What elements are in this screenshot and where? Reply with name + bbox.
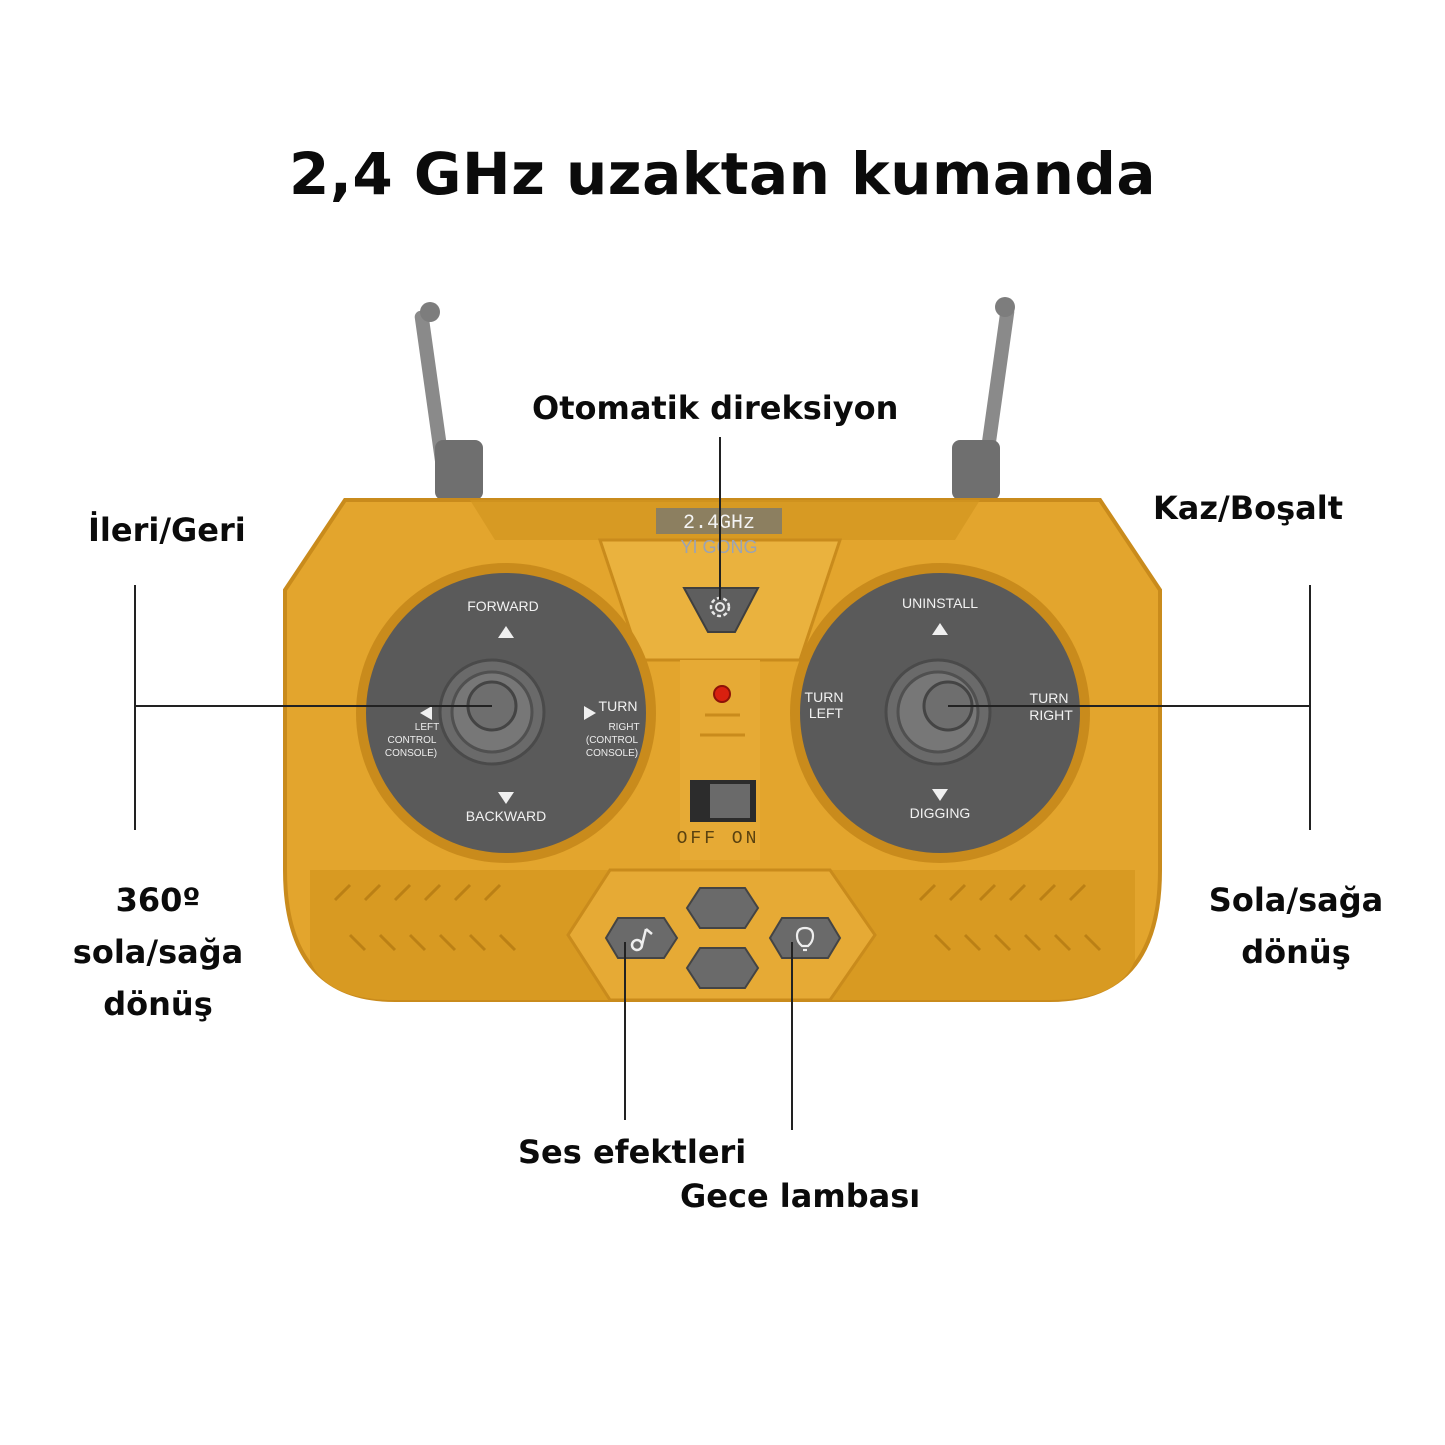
treadplate-pattern	[333, 883, 1102, 952]
left-stick-up-label: FORWARD	[467, 598, 539, 614]
left-stick-left-line1: LEFT	[415, 722, 439, 733]
left-stick-down-label: BACKWARD	[466, 808, 546, 824]
arrow-up-icon	[498, 626, 514, 638]
rotate-360-callout: 360º sola/sağa dönüş	[58, 874, 258, 1030]
rotate-lr-callout: Sola/sağa dönüş	[1196, 874, 1396, 978]
sound-effects-button[interactable]	[604, 917, 679, 959]
power-switch-label: OFF ON	[677, 829, 760, 849]
night-lamp-callout: Gece lambası	[680, 1177, 921, 1215]
arrow-down-icon	[498, 792, 514, 804]
right-stick-left-line1: TURN	[805, 689, 844, 705]
music-note-icon	[630, 928, 653, 952]
top-center-button[interactable]	[685, 887, 760, 929]
left-stick-left-line3: CONSOLE)	[385, 748, 437, 759]
left-stick-right-line2: RIGHT	[608, 722, 639, 733]
right-antenna	[952, 297, 1015, 500]
right-stick-down-label: DIGGING	[910, 805, 971, 821]
arrow-down-icon	[932, 789, 948, 801]
right-stick-left-line2: LEFT	[809, 705, 844, 721]
rotate-lr-line1: Sola/sağa	[1208, 881, 1384, 919]
left-stick-right-line3: (CONTROL	[586, 735, 639, 746]
forward-back-callout: İleri/Geri	[88, 511, 246, 549]
arrow-left-icon	[420, 706, 432, 720]
sound-effects-callout: Ses efektleri	[518, 1133, 747, 1171]
right-stick-right-line1: TURN	[1030, 690, 1069, 706]
rotate-360-line2: sola/sağa	[72, 933, 244, 971]
right-stick-right-line2: RIGHT	[1029, 707, 1073, 723]
auto-steer-callout: Otomatik direksiyon	[532, 389, 899, 427]
left-joystick[interactable]	[438, 658, 546, 766]
left-stick-left-line2: CONTROL	[388, 735, 437, 746]
night-lamp-button[interactable]	[768, 917, 842, 959]
rotate-lr-line2: dönüş	[1241, 933, 1351, 971]
bulb-icon	[795, 926, 815, 952]
dig-dump-callout: Kaz/Boşalt	[1153, 489, 1343, 527]
arrow-right-icon	[584, 706, 596, 720]
power-led	[713, 685, 731, 703]
page-title: 2,4 GHz uzaktan kumanda	[288, 140, 1157, 208]
rotate-360-line1: 360º	[115, 881, 201, 919]
arrow-up-icon	[932, 623, 948, 635]
callout-lines	[134, 437, 1311, 1130]
rotate-360-line3: dönüş	[103, 985, 213, 1023]
left-stick-right-line1: TURN	[599, 698, 638, 714]
right-stick-up-label: UNINSTALL	[902, 595, 978, 611]
left-stick-right-line4: CONSOLE)	[586, 748, 638, 759]
left-antenna	[414, 302, 483, 500]
right-joystick[interactable]	[884, 658, 992, 766]
bottom-center-button[interactable]	[685, 947, 760, 989]
